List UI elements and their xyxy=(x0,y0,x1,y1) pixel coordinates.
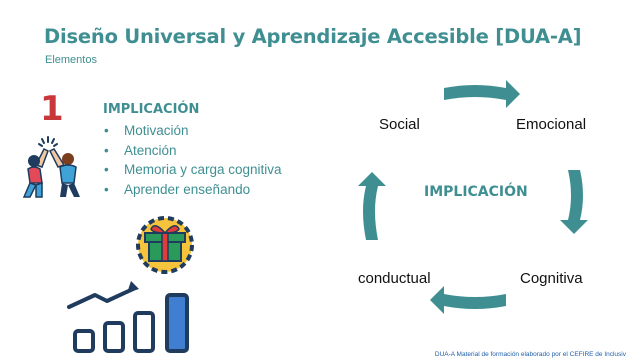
cycle-arrow-bottom xyxy=(430,286,506,314)
bullet-text: Aprender enseñando xyxy=(124,181,251,197)
bullet-item: •Atención xyxy=(104,142,177,158)
bullet-item: •Aprender enseñando xyxy=(104,181,251,197)
cycle-label-conductual: conductual xyxy=(358,270,431,287)
high-five-people-icon xyxy=(22,136,80,198)
section-heading: IMPLICACIÓN xyxy=(103,102,200,117)
cycle-arrow-right xyxy=(560,170,588,234)
cycle-label-emocional: Emocional xyxy=(516,116,587,133)
bullet-item: •Motivación xyxy=(104,123,189,138)
section-number: 1 xyxy=(40,89,64,129)
cycle-label-cognitiva: Cognitiva xyxy=(520,270,583,287)
bullet-item: •Memoria y carga cognitiva xyxy=(104,162,282,177)
cycle-center-label: IMPLICACIÓN xyxy=(424,184,528,200)
cycle-arrow-top xyxy=(444,80,520,108)
bullet-list: •Motivación •Atención •Memoria y carga c… xyxy=(104,121,282,199)
gift-icon xyxy=(136,216,194,274)
cycle-arrow-left xyxy=(358,172,386,240)
growth-bar-chart-icon xyxy=(67,216,194,353)
slide-title: Diseño Universal y Aprendizaje Accesible… xyxy=(44,25,582,48)
footer-credit: DUA-A Material de formación elaborado po… xyxy=(434,351,626,358)
slide-subtitle: Elementos xyxy=(45,54,97,66)
cycle-diagram xyxy=(358,80,588,314)
bullet-text: Atención xyxy=(124,142,177,158)
bullet-text: Memoria y carga cognitiva xyxy=(124,162,282,177)
bullet-text: Motivación xyxy=(124,123,189,138)
cycle-label-social: Social xyxy=(379,116,420,133)
